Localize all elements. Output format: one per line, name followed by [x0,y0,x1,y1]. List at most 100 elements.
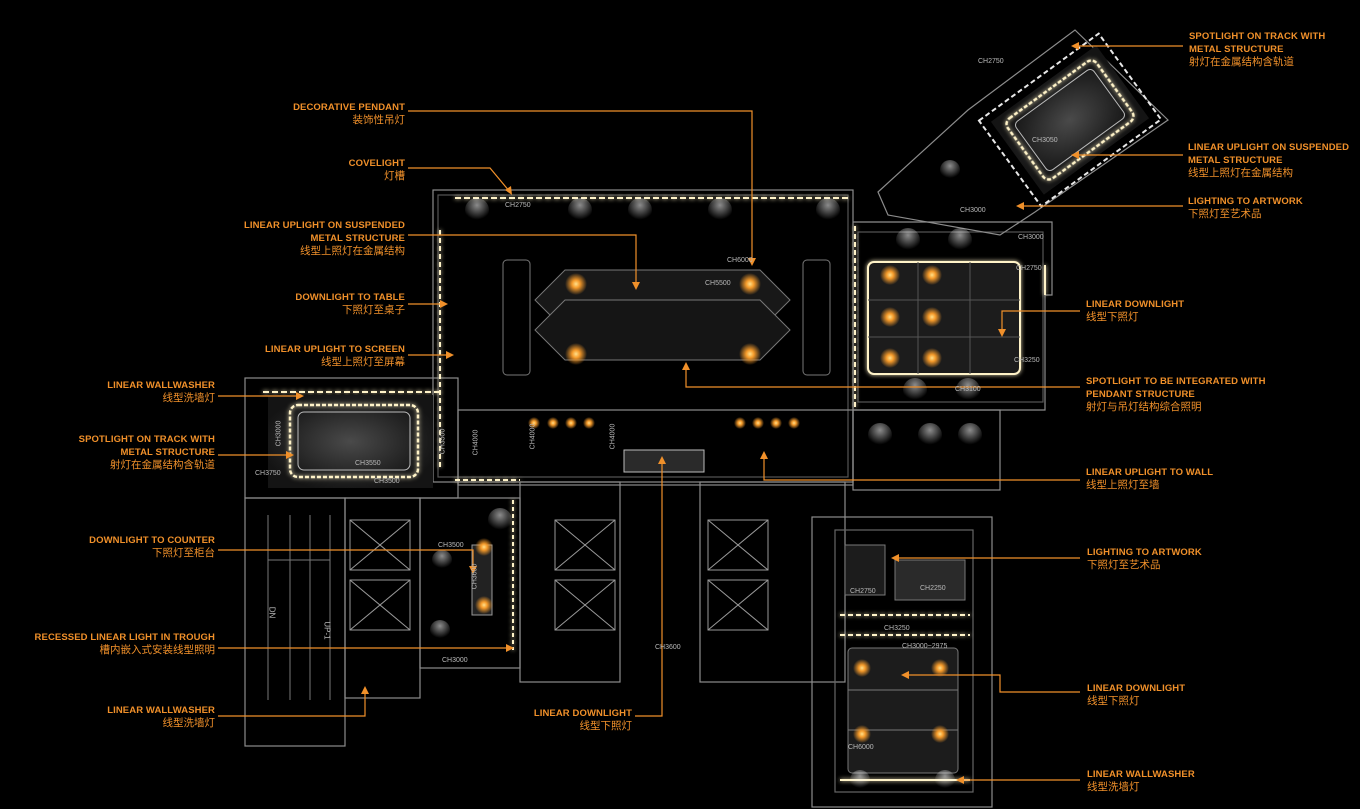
label-linear-wallwasher-1: LINEAR WALLWASHER 线型洗墙灯 [107,379,215,405]
rotated-track-room [977,32,1163,208]
label-linear-downlight-bottom: LINEAR DOWNLIGHT 线型下照灯 [534,707,632,733]
ch-tag: CH5500 [705,280,731,287]
label-en: LINEAR WALLWASHER [107,380,215,391]
label-cn: 线型上照灯在金属结构 [300,245,405,257]
ch-tag: CH4000 [609,423,617,450]
ch-tag: CH6000 [727,257,753,264]
ch-tag: CH4000 [529,423,537,450]
label-cn: 槽内嵌入式安装线型照明 [99,644,216,656]
ch-tag: CH3250 [1014,357,1040,364]
label-en: METAL STRUCTURE [1189,44,1284,55]
label-en: SPOTLIGHT ON TRACK WITH [1189,31,1326,42]
ch-tag: CH3000 [960,207,986,214]
label-linear-wallwasher-3: LINEAR WALLWASHER 线型洗墙灯 [1087,768,1195,794]
label-cn: 线型下照灯 [1086,311,1139,323]
counter [471,449,705,616]
ch-tag: CH3500 [439,428,447,455]
label-recessed-linear-light: RECESSED LINEAR LIGHT IN TROUGH 槽内嵌入式安装线… [35,631,215,657]
ch-tag: CH2750 [505,202,531,209]
label-cn: 线型洗墙灯 [162,392,216,404]
label-en: DOWNLIGHT TO COUNTER [89,535,215,546]
stair-up-text: UP-1 [322,621,332,640]
label-en: METAL STRUCTURE [120,447,215,458]
label-decorative-pendant: DECORATIVE PENDANT 装饰性吊灯 [293,101,405,127]
label-linear-downlight-right: LINEAR DOWNLIGHT 线型下照灯 [1086,298,1184,324]
label-en: LINEAR UPLIGHT ON SUSPENDED [243,220,405,231]
ch-tag: CH2750 [850,588,876,595]
ch-tag: CH4000 [472,429,480,456]
label-cn: 线型洗墙灯 [1087,781,1140,793]
label-cn: 灯槽 [384,170,405,182]
label-cn: 下照灯至艺术品 [1087,559,1161,571]
label-en: LINEAR DOWNLIGHT [1086,299,1185,310]
ch-tag: CH3250 [884,625,910,632]
label-en: PENDANT STRUCTURE [1086,389,1195,400]
label-en: LINEAR WALLWASHER [1087,769,1195,780]
label-en: COVELIGHT [348,158,405,169]
label-en: METAL STRUCTURE [310,233,405,244]
label-spotlight-track-right: SPOTLIGHT ON TRACK WITH METAL STRUCTURE … [1189,30,1325,69]
label-en: METAL STRUCTURE [1188,155,1283,166]
ch-tag: CH2750 [978,58,1004,65]
label-cn: 线型上照灯至屏幕 [321,356,405,368]
label-en: LINEAR DOWNLIGHT [1087,683,1186,694]
label-en: DOWNLIGHT TO TABLE [295,292,405,303]
label-cn: 下照灯至柜台 [152,547,215,559]
label-linear-uplight-suspended-left: LINEAR UPLIGHT ON SUSPENDED METAL STRUCT… [244,219,405,258]
walls [244,29,1169,808]
ch-tag: CH3000 [1018,234,1044,241]
conference-tables [502,259,831,376]
downlights [430,160,982,790]
ch-tag: CH3550 [355,460,381,467]
label-cn: 下照灯至艺术品 [1188,208,1262,220]
label-en: SPOTLIGHT ON TRACK WITH [78,434,215,445]
label-linear-downlight-3: LINEAR DOWNLIGHT 线型下照灯 [1087,682,1185,708]
ch-tag: CH3100 [955,386,981,393]
label-linear-uplight-suspended-right: LINEAR UPLIGHT ON SUSPENDED METAL STRUCT… [1188,141,1349,180]
ch-tag: CH3600 [655,644,681,651]
label-spotlight-integrated: SPOTLIGHT TO BE INTEGRATED WITH PENDANT … [1086,375,1266,414]
ch-tag: CH3050 [1032,137,1058,144]
leader-lines [218,45,1183,781]
label-cn: 线型上照灯在金属结构 [1188,167,1293,179]
label-downlight-to-table: DOWNLIGHT TO TABLE 下照灯至桌子 [295,291,405,317]
label-en: LINEAR UPLIGHT ON SUSPENDED [1188,142,1350,153]
label-cn: 射灯在金属结构含轨道 [1189,56,1294,68]
label-en: LINEAR WALLWASHER [107,705,215,716]
label-cn: 线型下照灯 [1087,695,1140,707]
label-cn: 装饰性吊灯 [352,114,406,126]
label-cn: 线型下照灯 [579,720,633,732]
label-cn: 射灯与吊灯结构综合照明 [1086,401,1202,413]
label-en: LIGHTING TO ARTWORK [1087,547,1202,558]
label-cn: 线型上照灯至墙 [1086,479,1160,491]
label-downlight-to-counter: DOWNLIGHT TO COUNTER 下照灯至柜台 [89,534,215,560]
label-lighting-to-artwork-1: LIGHTING TO ARTWORK 下照灯至艺术品 [1188,195,1303,221]
label-cn: 下照灯至桌子 [342,304,405,316]
spotlights [475,265,949,743]
label-covelight: COVELIGHT 灯槽 [349,157,405,183]
bottom-room-tables [844,544,966,774]
label-linear-wallwasher-2: LINEAR WALLWASHER 线型洗墙灯 [107,704,215,730]
label-lighting-to-artwork-2: LIGHTING TO ARTWORK 下照灯至艺术品 [1087,546,1202,572]
stair-down-text: DN [267,606,277,619]
label-linear-uplight-to-screen: LINEAR UPLIGHT TO SCREEN 线型上照灯至屏幕 [265,343,405,369]
label-en: LIGHTING TO ARTWORK [1188,196,1303,207]
ch-tag: CH3500 [374,478,400,485]
label-en: SPOTLIGHT TO BE INTEGRATED WITH [1086,376,1266,387]
ch-tag: CH3600 [471,563,479,590]
label-en: LINEAR DOWNLIGHT [533,708,632,719]
leader-arrowheads [286,42,1079,784]
ch-tag: CH3000~2975 [902,643,948,650]
label-en: DECORATIVE PENDANT [293,102,405,113]
lobby-track-room [268,395,433,488]
label-linear-uplight-to-wall: LINEAR UPLIGHT TO WALL 线型上照灯至墙 [1086,466,1213,492]
ch-tag: CH3500 [438,542,464,549]
ch-tag: CH2250 [920,585,946,592]
label-en: RECESSED LINEAR LIGHT IN TROUGH [34,632,215,643]
ch-tag: CH3000 [442,657,468,664]
label-cn: 线型洗墙灯 [162,717,216,729]
label-cn: 射灯在金属结构含轨道 [110,459,215,471]
ch-tag: CH2750 [1016,265,1042,272]
ch-tag: CH6000 [848,744,874,751]
